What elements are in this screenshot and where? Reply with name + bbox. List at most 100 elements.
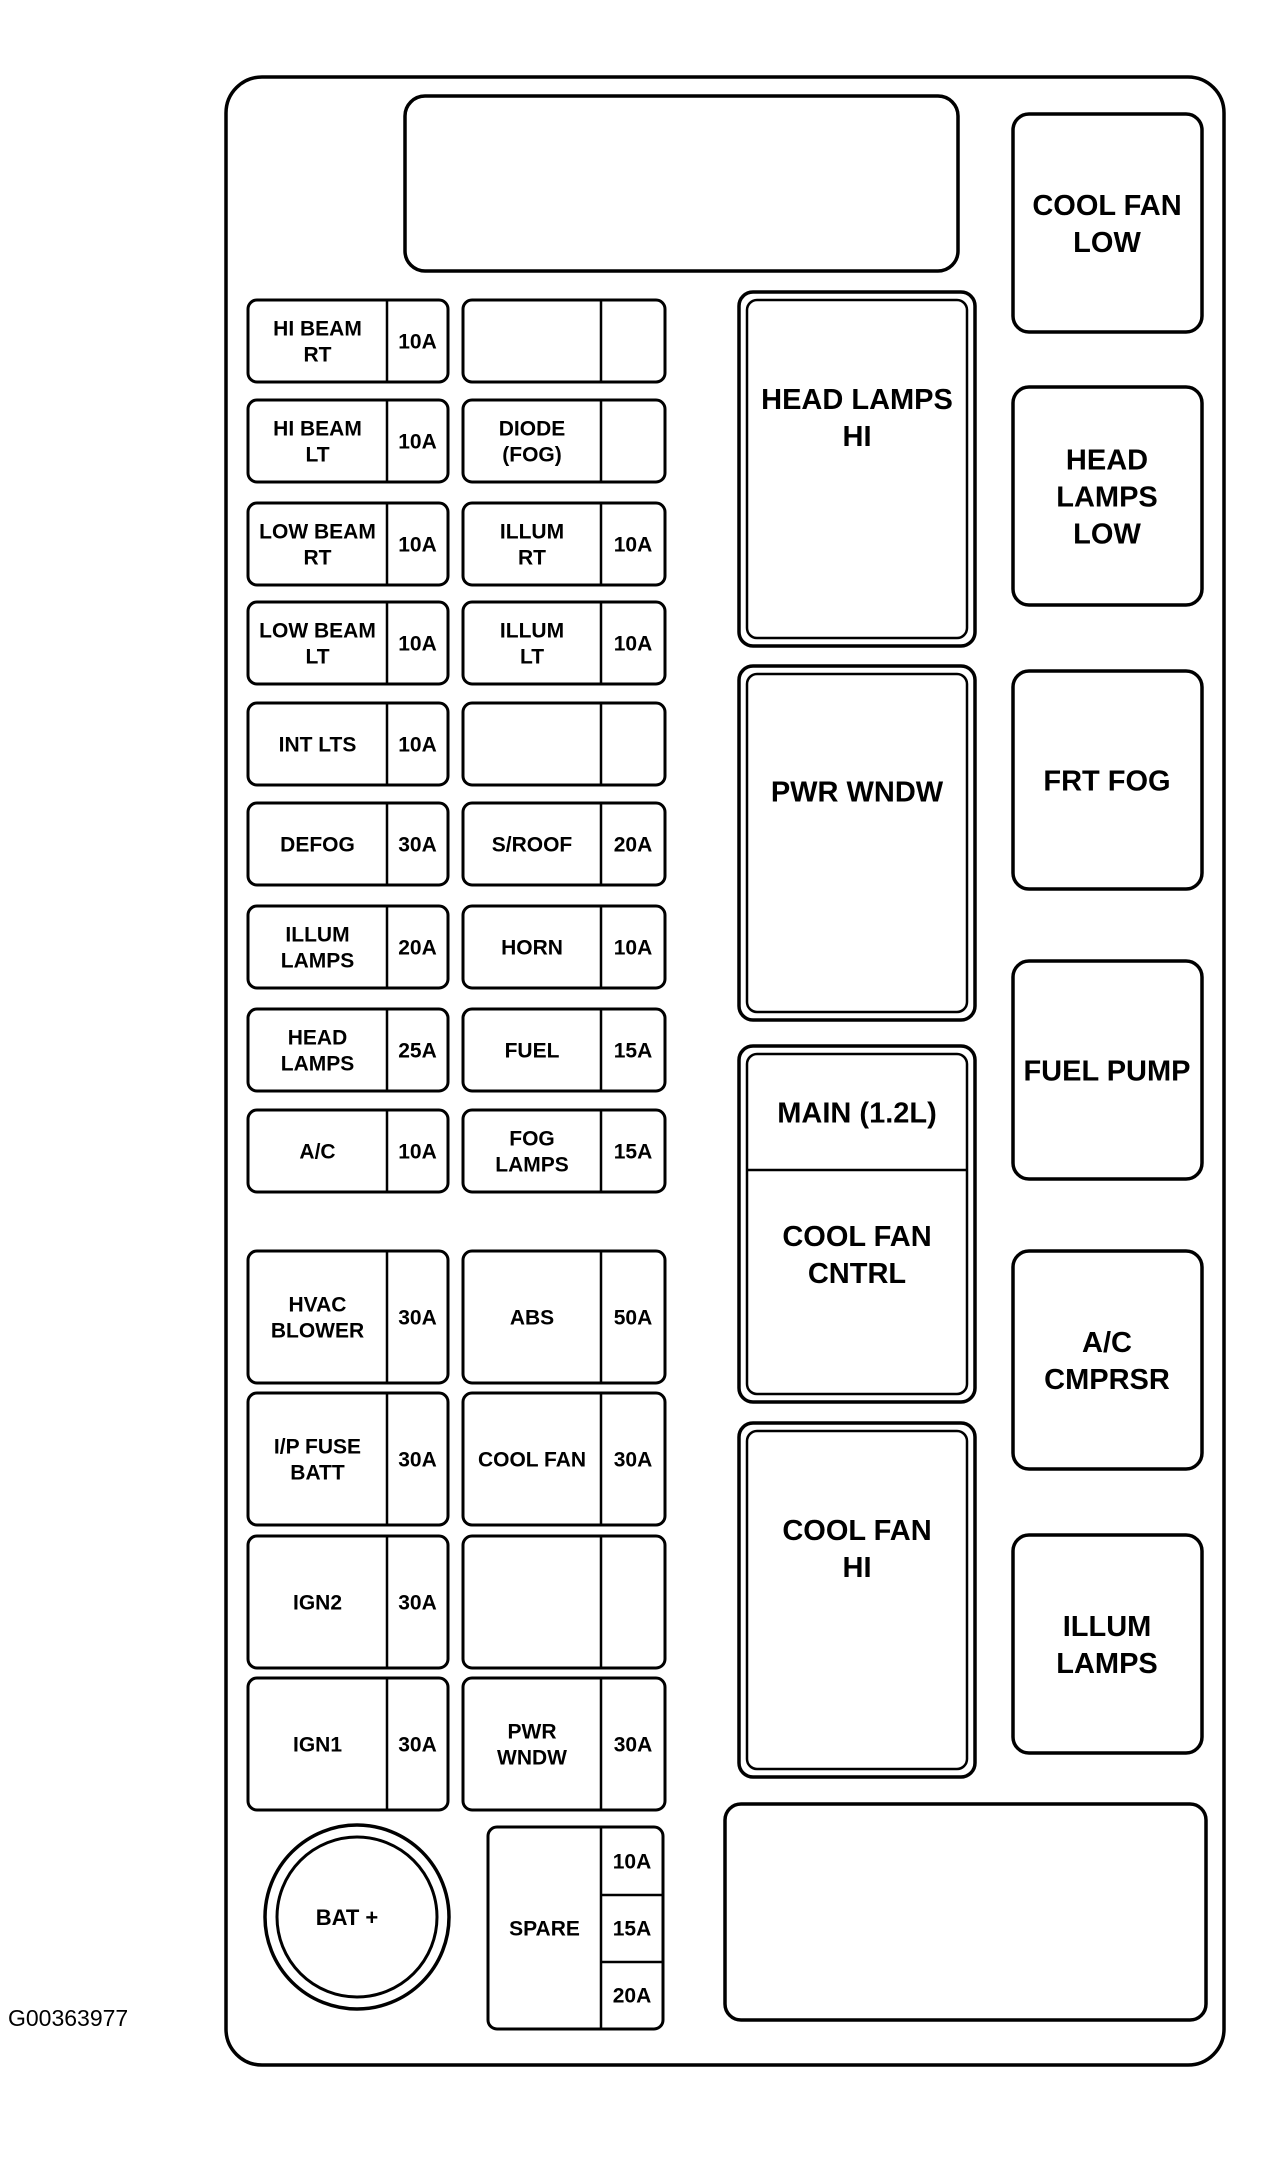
- maxi-fuse-mid-2: [461, 1534, 667, 1670]
- relay-split-inner: [745, 1052, 969, 1396]
- relay-large-2-inner: [745, 1429, 969, 1771]
- fuse-left-5: [246, 801, 450, 887]
- fuse-left-6: [246, 904, 450, 990]
- fuse-mid-3: [461, 600, 667, 686]
- maxi-fuse-mid-3: [461, 1676, 667, 1812]
- figure-id: G00363977: [8, 2005, 128, 2031]
- fuse-box-housing: [224, 75, 1226, 2067]
- fuse-left-4: [246, 701, 450, 787]
- fuse-rating: 30A: [398, 1592, 437, 1615]
- maxi-fuse-left-2: [246, 1534, 450, 1670]
- maxi-fuse-mid-0: [461, 1249, 667, 1385]
- relay-right-0: [1011, 112, 1204, 334]
- spare-rating: 20A: [613, 1985, 652, 2008]
- fuse-name: A/C: [299, 1141, 335, 1164]
- battery-label: BAT +: [316, 1905, 379, 1930]
- relay-label: PWR WNDW: [771, 776, 944, 808]
- fuse-left-8: [246, 1108, 450, 1194]
- fuse-left-2: [246, 501, 450, 587]
- fuse-name: FUEL: [505, 1040, 560, 1063]
- fuse-rating: 10A: [614, 534, 653, 557]
- fuse-name: DIODE(FOG): [499, 418, 566, 467]
- fuse-rating: 10A: [398, 633, 437, 656]
- fuse-name: IGN1: [293, 1734, 342, 1757]
- fuse-rating: 30A: [398, 1307, 437, 1330]
- spare-rating: 10A: [613, 1851, 652, 1874]
- fuse-rating: 10A: [398, 431, 437, 454]
- fuse-name: IGN2: [293, 1592, 342, 1615]
- fuse-name: ABS: [510, 1307, 554, 1330]
- fuse-left-7: [246, 1007, 450, 1093]
- relay-label: FRT FOG: [1043, 765, 1170, 797]
- fuse-mid-1: [461, 398, 667, 484]
- fuse-rating: 10A: [398, 734, 437, 757]
- fuse-name: S/ROOF: [492, 834, 573, 857]
- fuse-rating: 10A: [398, 534, 437, 557]
- fuse-mid-8: [461, 1108, 667, 1194]
- fuse-rating: 10A: [398, 331, 437, 354]
- fuse-rating: 10A: [614, 937, 653, 960]
- fuse-left-3: [246, 600, 450, 686]
- fuse-rating: 15A: [614, 1040, 653, 1063]
- fuse-rating: 20A: [614, 834, 653, 857]
- fuse-rating: 25A: [398, 1040, 437, 1063]
- relay-split: [737, 1044, 977, 1404]
- fuse-mid-6: [461, 904, 667, 990]
- relay-large-1-inner: [745, 672, 969, 1014]
- empty-slot-bottom: [723, 1802, 1208, 2022]
- spare-label: SPARE: [509, 1918, 580, 1941]
- fuse-rating: 15A: [614, 1141, 653, 1164]
- fuse-name: COOL FAN: [478, 1449, 586, 1472]
- fuse-left-0: [246, 298, 450, 384]
- fuse-name: DEFOG: [280, 834, 355, 857]
- fuse-mid-7: [461, 1007, 667, 1093]
- relay-right-4: [1011, 1249, 1204, 1471]
- spare-fuse-block: [486, 1825, 665, 2031]
- relay-large-0: [737, 290, 977, 648]
- relay-large-0-inner: [745, 298, 969, 640]
- maxi-fuse-mid-1: [461, 1391, 667, 1527]
- fuse-rating: 20A: [398, 937, 437, 960]
- relay-right-5: [1011, 1533, 1204, 1755]
- fuse-left-1: [246, 398, 450, 484]
- maxi-fuse-left-0: [246, 1249, 450, 1385]
- maxi-fuse-left-3: [246, 1676, 450, 1812]
- relay-large-2: [737, 1421, 977, 1779]
- fuse-rating: 30A: [614, 1449, 653, 1472]
- relay-label: FUEL PUMP: [1023, 1055, 1190, 1087]
- fuse-rating: 10A: [614, 633, 653, 656]
- fuse-rating: 10A: [398, 1141, 437, 1164]
- battery-terminal-outer: [263, 1823, 451, 2011]
- fuse-rating: 30A: [398, 834, 437, 857]
- fuse-rating: 30A: [398, 1734, 437, 1757]
- relay-right-3: [1011, 959, 1204, 1181]
- fuse-rating: 50A: [614, 1307, 653, 1330]
- spare-rating: 15A: [613, 1918, 652, 1941]
- fuse-mid-4: [461, 701, 667, 787]
- fuse-name: HORN: [501, 937, 563, 960]
- fuse-rating: 30A: [614, 1734, 653, 1757]
- relay-right-2: [1011, 669, 1204, 891]
- fuse-rating: 30A: [398, 1449, 437, 1472]
- relay-large-1: [737, 664, 977, 1022]
- fuse-mid-5: [461, 801, 667, 887]
- fuse-mid-0: [461, 298, 667, 384]
